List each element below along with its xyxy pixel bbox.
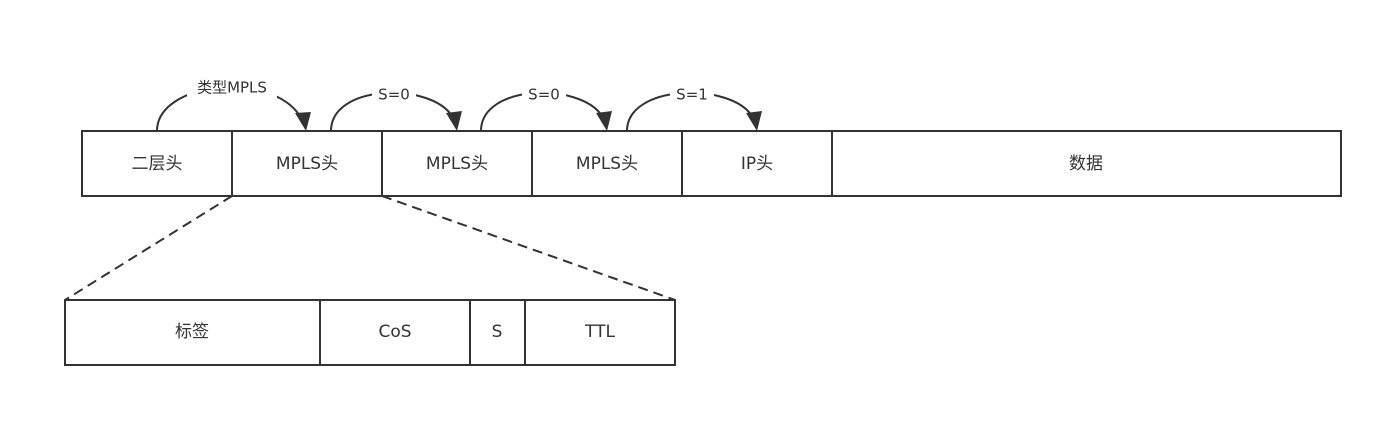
detail-label-box <box>64 299 321 366</box>
field-mpls-header-1-label: MPLS头 <box>276 154 338 174</box>
arc-2-arrowhead <box>446 111 462 131</box>
detail-ttl-box <box>524 299 676 366</box>
label-detail-row: 标签 CoS S TTL <box>64 299 676 366</box>
expansion-line-right <box>381 195 676 301</box>
detail-label-text: 标签 <box>175 322 209 342</box>
expansion-lines <box>64 195 676 301</box>
field-ip-header-label: IP头 <box>741 154 773 174</box>
arc-1-label-bg <box>187 76 277 98</box>
arc-3-label-bg <box>522 84 566 106</box>
field-l2-header-box <box>81 130 233 197</box>
field-mpls-header-2-label: MPLS头 <box>426 154 488 174</box>
detail-cos-text: CoS <box>378 322 411 342</box>
arc-3-arrowhead <box>596 111 612 131</box>
field-ip-header-box <box>681 130 833 197</box>
detail-cos-box <box>319 299 471 366</box>
field-l2-header-label: 二层头 <box>132 154 183 174</box>
arc-2-label-bg <box>372 84 416 106</box>
arc-group: 类型MPLS S=0 S=0 S=1 <box>156 76 762 132</box>
arc-2-label: S=0 <box>378 86 410 104</box>
detail-s-box <box>469 299 526 366</box>
arc-1-label: 类型MPLS <box>197 79 267 97</box>
detail-s-text: S <box>492 322 503 342</box>
packet-row: 二层头 MPLS头 MPLS头 MPLS头 IP头 数据 <box>81 130 1342 197</box>
detail-ttl-text: TTL <box>584 322 615 342</box>
arc-4-arrowhead <box>746 111 762 131</box>
arc-4-label-bg <box>670 84 714 106</box>
arc-4-label: S=1 <box>676 86 708 104</box>
field-mpls-header-1-box <box>231 130 383 197</box>
arc-3-label: S=0 <box>528 86 560 104</box>
field-data-label: 数据 <box>1069 154 1103 174</box>
arc-1-arrowhead <box>295 112 311 131</box>
expansion-line-left <box>64 195 233 301</box>
field-mpls-header-3-label: MPLS头 <box>576 154 638 174</box>
field-data-box <box>831 130 1342 197</box>
